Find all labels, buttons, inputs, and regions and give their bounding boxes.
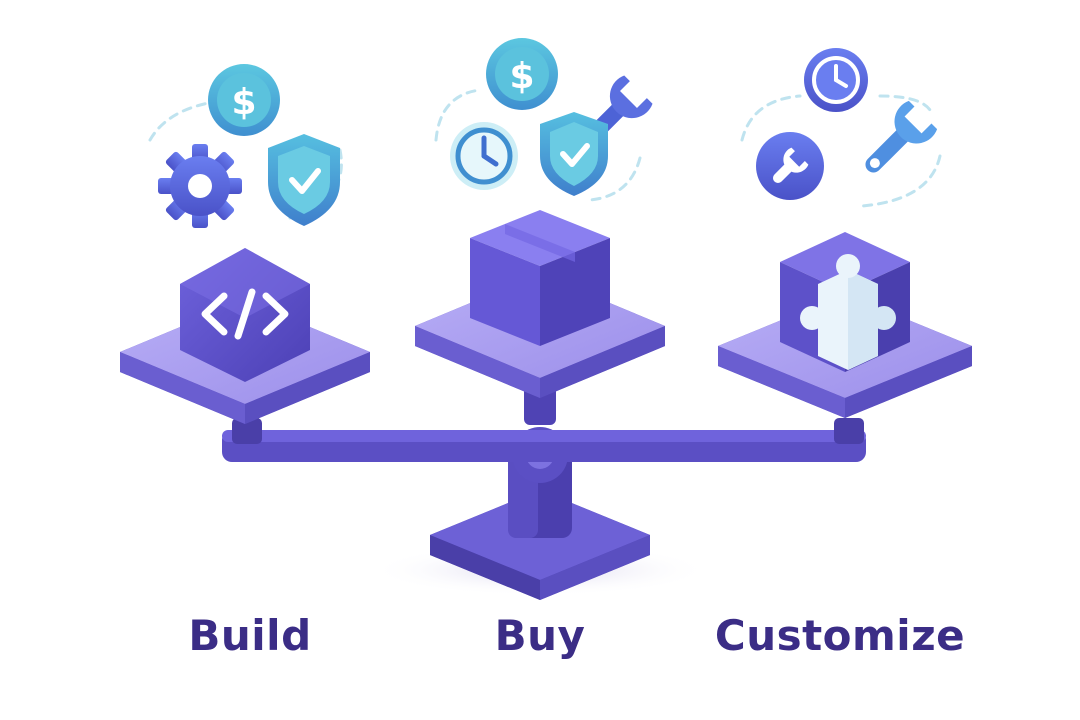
puzzle-cube-icon — [780, 232, 910, 372]
svg-text:$: $ — [231, 82, 256, 123]
scale-beam — [222, 418, 866, 462]
clock-icon — [450, 122, 518, 190]
clock-icon — [804, 48, 868, 112]
scale-base — [430, 385, 650, 600]
option-label-build: Build — [188, 611, 312, 660]
build-icon-cluster: $ — [148, 64, 343, 228]
platform-buy — [415, 210, 665, 398]
shield-check-icon — [540, 112, 608, 196]
dollar-icon: $ — [486, 38, 558, 110]
platform-customize — [718, 232, 972, 418]
customize-icon-cluster — [740, 48, 942, 208]
wrench-icon — [865, 100, 938, 173]
platform-build — [120, 248, 370, 424]
buy-icon-cluster: $ — [434, 38, 653, 202]
box-icon — [470, 210, 610, 346]
gear-icon — [158, 144, 242, 228]
dollar-icon: $ — [208, 64, 280, 136]
code-icon — [180, 248, 310, 382]
option-label-customize: Customize — [714, 611, 966, 660]
wrench-circle-icon — [756, 132, 824, 200]
svg-text:$: $ — [509, 56, 534, 97]
shield-check-icon — [268, 134, 340, 226]
option-label-buy: Buy — [494, 611, 586, 660]
